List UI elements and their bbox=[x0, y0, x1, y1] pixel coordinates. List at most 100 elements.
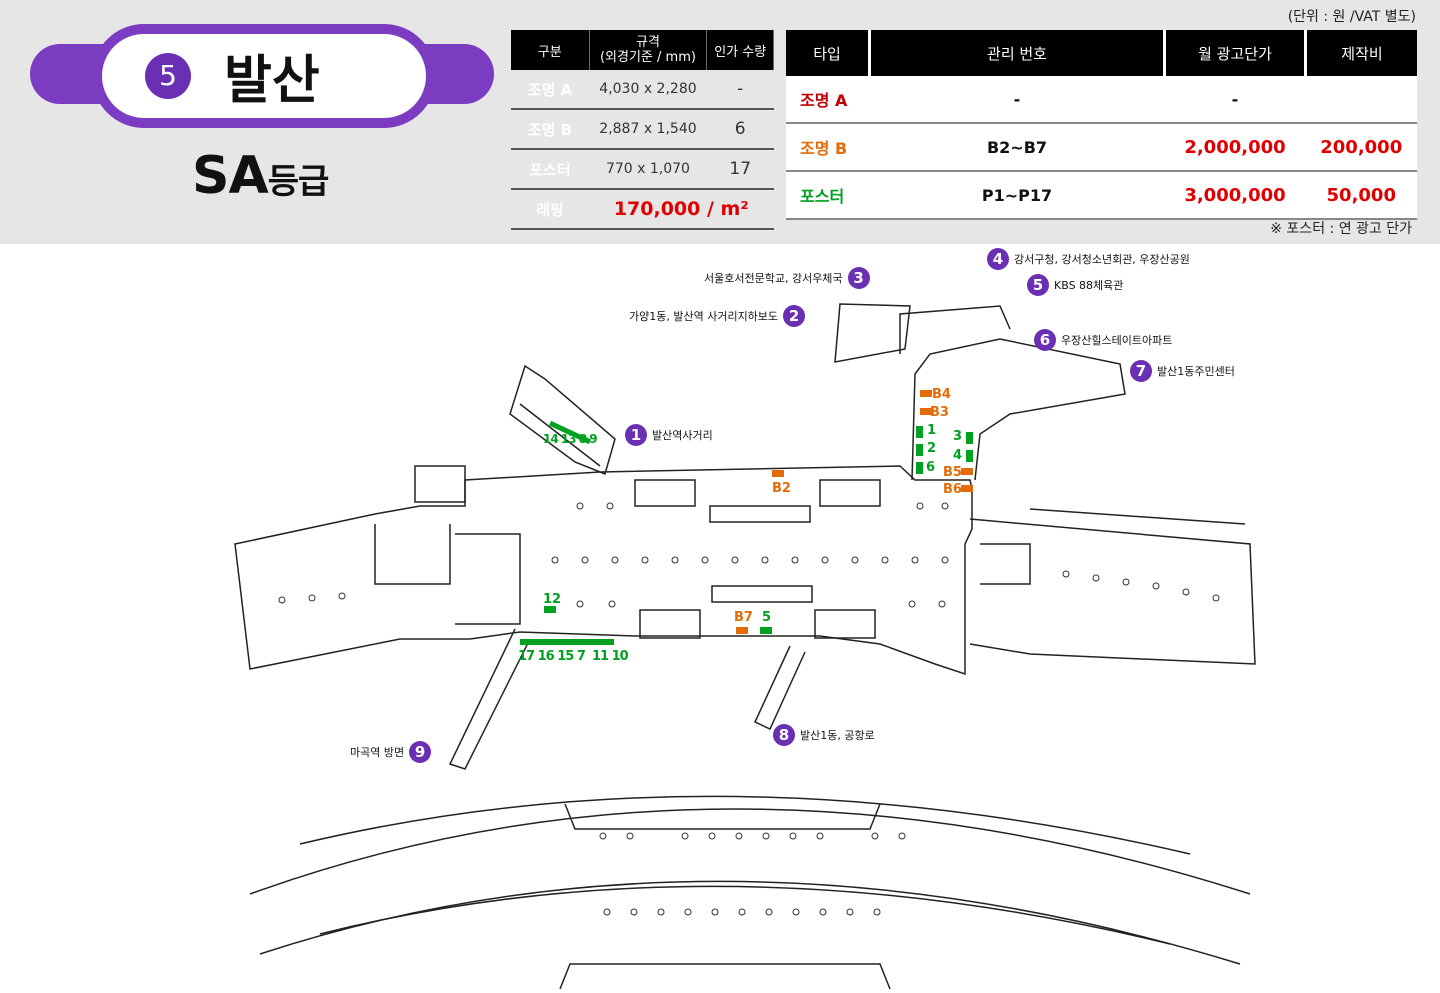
poster-group-top-label: 14 13 8 9 bbox=[543, 432, 598, 446]
exit-8-label: 8 발산1동, 공항로 bbox=[768, 724, 875, 746]
price-ids: B2~B7 bbox=[869, 123, 1165, 172]
spec-header-qty: 인가 수량 bbox=[706, 30, 774, 70]
exit-2-label: 가양1동, 발산역 사거리지하보도 2 bbox=[629, 305, 810, 327]
price-row: 조명 B B2~B7 2,000,000 200,000 bbox=[786, 123, 1417, 172]
spec-qty: 17 bbox=[706, 149, 774, 190]
price-type: 조명 A bbox=[786, 76, 870, 124]
wrapping-price: 170,000 / m² bbox=[589, 189, 774, 230]
price-monthly: 3,000,000 bbox=[1164, 171, 1306, 220]
lightbox-b3-marker bbox=[920, 408, 932, 415]
exit-5-text: KBS 88체육관 bbox=[1054, 279, 1124, 292]
price-header-monthly: 월 광고단가 bbox=[1164, 30, 1307, 76]
exit-5-number: 5 bbox=[1027, 274, 1049, 296]
poster-1-marker bbox=[916, 426, 923, 438]
exit-4-number: 4 bbox=[987, 248, 1009, 270]
exit-1-label: 1 발산역사거리 bbox=[620, 424, 713, 446]
exit-6-label: 6 우장산힐스테이트아파트 bbox=[1029, 329, 1172, 351]
poster-12-label: 12 bbox=[543, 592, 562, 607]
poster-5-marker bbox=[760, 627, 772, 634]
spec-size: 2,887 x 1,540 bbox=[589, 109, 707, 150]
poster-4-marker bbox=[966, 450, 973, 462]
floor-plan-drawing bbox=[234, 303, 1256, 990]
exit-3-text: 서울호서전문학교, 강서우체국 bbox=[704, 272, 843, 285]
spec-row: 조명 B 2,887 x 1,540 6 bbox=[511, 109, 774, 150]
price-header-ids: 관리 번호 bbox=[869, 30, 1166, 76]
price-production bbox=[1305, 76, 1417, 124]
unit-note: (단위 : 원 /VAT 별도) bbox=[1287, 9, 1416, 25]
poster-3-marker bbox=[966, 432, 973, 444]
lightbox-b6-label: B6 bbox=[943, 482, 962, 497]
price-production: 200,000 bbox=[1305, 123, 1417, 172]
poster-group-bottom-label: 17 16 15 7 11 10 bbox=[518, 649, 629, 664]
poster-4-label: 4 bbox=[953, 448, 963, 463]
exit-9-text: 마곡역 방면 bbox=[350, 746, 405, 759]
exit-4-text: 강서구청, 강서청소년회관, 우장산공원 bbox=[1014, 253, 1190, 266]
exit-1-number: 1 bbox=[625, 424, 647, 446]
station-floor-map: 1 발산역사거리 가양1동, 발산역 사거리지하보도 2 서울호서전문학교, 강… bbox=[0, 244, 1440, 993]
price-monthly: - bbox=[1164, 76, 1306, 124]
spec-row: 래핑 170,000 / m² bbox=[511, 189, 774, 230]
grade-suffix: 등급 bbox=[267, 162, 330, 202]
spec-size: 770 x 1,070 bbox=[589, 149, 707, 190]
poster-6-label: 6 bbox=[926, 460, 936, 475]
lightbox-b5-label: B5 bbox=[943, 465, 962, 480]
price-ids: - bbox=[869, 76, 1165, 124]
grade-main: SA bbox=[192, 146, 269, 206]
spec-header-type: 구분 bbox=[511, 30, 590, 70]
price-production: 50,000 bbox=[1305, 171, 1417, 220]
lightbox-b6-marker bbox=[961, 485, 973, 492]
exit-1-text: 발산역사거리 bbox=[652, 429, 713, 442]
exit-3-number: 3 bbox=[847, 267, 870, 289]
lightbox-b7-label: B7 bbox=[734, 610, 753, 625]
price-header-type: 타입 bbox=[786, 30, 871, 76]
poster-2-marker bbox=[916, 444, 923, 456]
exit-8-number: 8 bbox=[773, 724, 795, 746]
price-table: 타입 관리 번호 월 광고단가 제작비 조명 A - - 조명 B B2~B7 … bbox=[786, 30, 1417, 220]
poster-12-marker bbox=[544, 606, 556, 613]
exit-3-label: 서울호서전문학교, 강서우체국 3 bbox=[704, 267, 875, 289]
spec-label: 래핑 bbox=[511, 189, 589, 230]
spec-qty: 6 bbox=[706, 109, 774, 150]
price-header-production: 제작비 bbox=[1305, 30, 1417, 76]
spec-qty: - bbox=[706, 70, 774, 110]
lightbox-b2-marker bbox=[772, 470, 784, 477]
exit-5-label: 5 KBS 88체육관 bbox=[1022, 274, 1123, 296]
price-row: 조명 A - - bbox=[786, 76, 1417, 124]
price-monthly: 2,000,000 bbox=[1164, 123, 1306, 172]
spec-row: 포스터 770 x 1,070 17 bbox=[511, 149, 774, 190]
price-row: 포스터 P1~P17 3,000,000 50,000 bbox=[786, 171, 1417, 220]
poster-5-label: 5 bbox=[762, 610, 772, 625]
spec-label: 포스터 bbox=[511, 149, 589, 190]
poster-note: ※ 포스터 : 연 광고 단가 bbox=[1270, 221, 1412, 237]
spec-table: 구분 규격 (외경기준 / mm) 인가 수량 조명 A 4,030 x 2,2… bbox=[511, 30, 774, 230]
lightbox-b7-marker bbox=[736, 627, 748, 634]
spec-row: 조명 A 4,030 x 2,280 - bbox=[511, 70, 774, 110]
lightbox-b2-label: B2 bbox=[772, 481, 791, 496]
exit-9-label: 마곡역 방면 9 bbox=[350, 741, 436, 763]
poster-group-bottom-marker bbox=[520, 639, 614, 645]
poster-6-marker bbox=[916, 462, 923, 474]
poster-1-label: 1 bbox=[927, 423, 937, 438]
spec-header-size: 규격 (외경기준 / mm) bbox=[589, 30, 708, 70]
lightbox-b3-label: B3 bbox=[930, 405, 949, 420]
poster-3-label: 3 bbox=[953, 429, 963, 444]
station-grade: SA등급 bbox=[192, 146, 330, 206]
exit-6-number: 6 bbox=[1034, 329, 1056, 351]
lightbox-b4-marker bbox=[920, 390, 932, 397]
exit-2-number: 2 bbox=[783, 305, 806, 327]
lightbox-b4-label: B4 bbox=[932, 387, 951, 402]
exit-4-label: 4 강서구청, 강서청소년회관, 우장산공원 bbox=[982, 248, 1190, 270]
spec-size: 4,030 x 2,280 bbox=[589, 70, 707, 110]
station-name: 발산 bbox=[224, 51, 320, 111]
lightbox-b5-marker bbox=[961, 468, 973, 475]
spec-label: 조명 B bbox=[511, 109, 589, 150]
price-type: 조명 B bbox=[786, 123, 870, 172]
header-panel: (단위 : 원 /VAT 별도) 5 발산 SA등급 구분 규격 (외경기준 /… bbox=[0, 0, 1440, 244]
spec-label: 조명 A bbox=[511, 70, 589, 110]
price-type: 포스터 bbox=[786, 171, 870, 220]
exit-7-text: 발산1동주민센터 bbox=[1157, 365, 1235, 378]
exit-7-label: 7 발산1동주민센터 bbox=[1125, 360, 1235, 382]
price-ids: P1~P17 bbox=[869, 171, 1165, 220]
exit-7-number: 7 bbox=[1130, 360, 1152, 382]
exit-2-text: 가양1동, 발산역 사거리지하보도 bbox=[629, 310, 779, 323]
